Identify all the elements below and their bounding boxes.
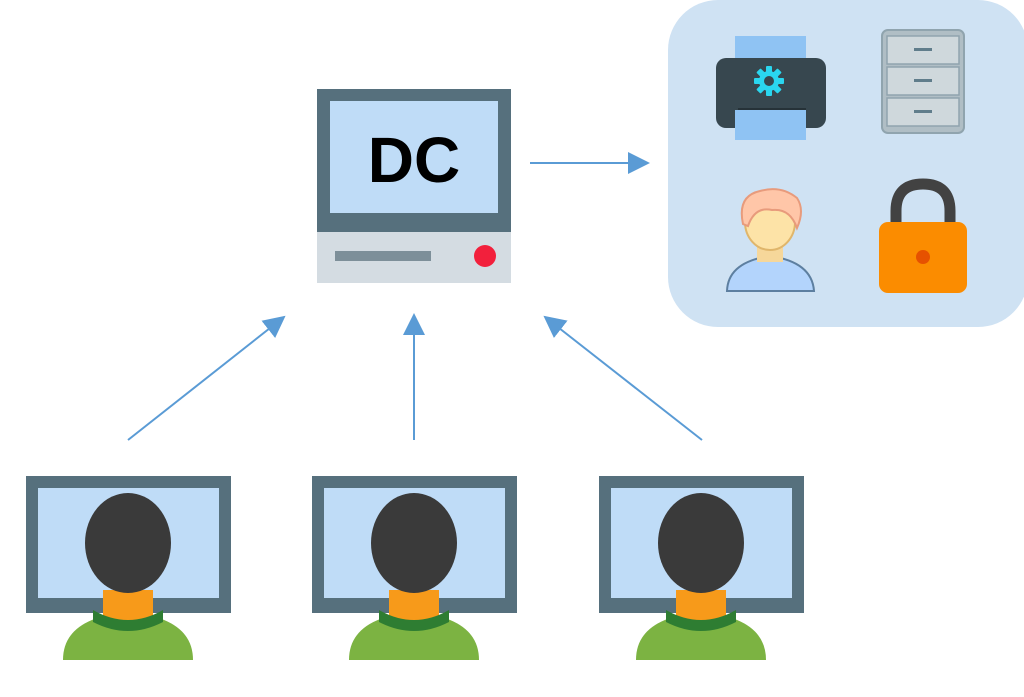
user-icon [725, 188, 816, 292]
dc-power-led [474, 245, 496, 267]
lock-icon [879, 178, 967, 293]
file-cabinet-icon [881, 29, 965, 134]
client3-to-dc-arrow [543, 315, 703, 441]
client-computer-3 [599, 476, 804, 660]
client1-to-dc-arrow [127, 315, 286, 441]
resources-panel [668, 0, 1024, 327]
client-computer-1 [26, 476, 231, 660]
domain-controller: DC [317, 89, 511, 283]
printer-icon [716, 36, 826, 140]
dc-drive-slot [335, 251, 431, 261]
dc-screen [330, 101, 498, 213]
user-at-computer-icon [349, 612, 479, 660]
client-computer-2 [312, 476, 517, 660]
user-at-computer-icon [63, 612, 193, 660]
dc-label: DC [368, 124, 460, 196]
user-at-computer-icon [636, 612, 766, 660]
resources-panel-background [668, 0, 1024, 327]
